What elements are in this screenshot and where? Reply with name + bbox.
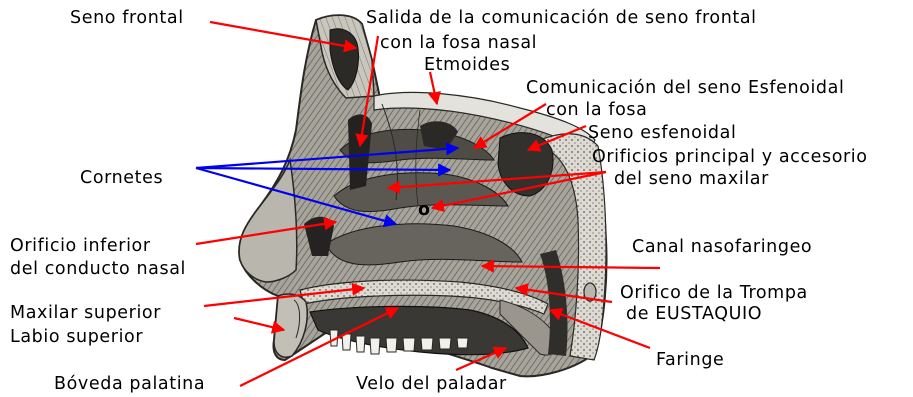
label-salida-line1: Salida de la comunicación de seno fronta…: [366, 8, 757, 28]
label-cornetes: Cornetes: [80, 168, 164, 188]
pointer-orificio-principal: [386, 170, 607, 194]
label-boveda-palatina: Bóveda palatina: [54, 374, 206, 394]
pointer-trompa: [514, 283, 613, 304]
pointer-labio-superior: [233, 316, 286, 334]
label-orificio-inferior-line2: del conducto nasal: [10, 259, 186, 279]
pointer-canal-nasofaringeo: [480, 259, 661, 273]
pointer-boveda-palatina: [239, 307, 400, 387]
label-labio-superior: Labio superior: [10, 327, 144, 347]
pointer-velo-paladar: [455, 346, 508, 372]
label-trompa-line2: de EUSTAQUIO: [626, 304, 763, 324]
label-comunicacion-line1: Comunicación del seno Esfenoidal: [526, 78, 845, 98]
label-orificios-line2: del seno maxilar: [614, 169, 769, 189]
label-maxilar-superior: Maxilar superior: [10, 303, 162, 323]
label-salida-line2: con la fosa nasal: [380, 33, 538, 53]
label-orificios-line1: Orificios principal y accesorio: [592, 147, 868, 167]
label-etmoides: Etmoides: [424, 55, 511, 75]
label-seno-frontal: Seno frontal: [70, 8, 184, 28]
pointer-maxilar-superior: [203, 282, 366, 308]
pointer-cornete-inferior: [195, 166, 398, 228]
pointer-orificio-accesorio: [430, 170, 607, 213]
label-trompa-line1: Orifico de la Trompa: [620, 283, 808, 303]
pointer-seno-frontal: [209, 20, 358, 53]
label-orificio-inferior-line1: Orificio inferior: [10, 236, 151, 256]
label-faringe: Faringe: [656, 350, 725, 370]
label-comunicacion-line2: con la fosa: [546, 100, 648, 120]
pointer-cornete-superior: [195, 142, 460, 170]
pointer-salida: [355, 35, 380, 148]
label-marker-o: o: [418, 200, 431, 220]
label-velo-paladar: Velo del paladar: [356, 374, 507, 394]
red-pointers: [195, 20, 661, 387]
pointer-orificio-inferior: [195, 217, 338, 246]
pointer-etmoides: [428, 71, 441, 106]
pointer-seno-esfenoidal: [526, 124, 587, 152]
pointer-comunicacion: [472, 103, 547, 149]
label-canal-nasofaringeo: Canal nasofaringeo: [632, 237, 813, 257]
pointer-cornete-medio: [195, 163, 452, 177]
label-seno-esfenoidal: Seno esfenoidal: [588, 123, 737, 143]
blue-pointers: [195, 142, 460, 228]
pointer-faringe: [548, 308, 651, 350]
